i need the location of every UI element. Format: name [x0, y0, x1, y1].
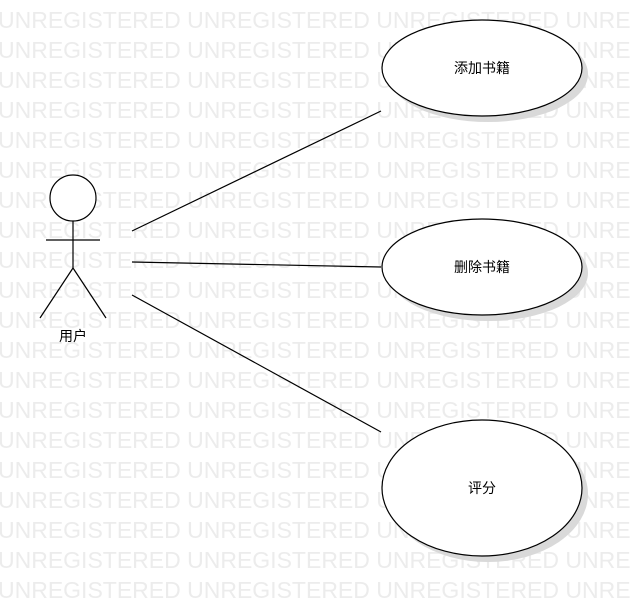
actor-user[interactable]: [39, 174, 107, 319]
association-add-book[interactable]: [131, 110, 382, 232]
use-case-delete-book[interactable]: 删除书籍: [381, 218, 588, 321]
actor-label: 用户: [59, 328, 87, 345]
association-rate[interactable]: [131, 294, 382, 433]
actor-right-leg: [72, 267, 107, 319]
watermark-row: UNREGISTERED UNREGISTERED UNREGISTERED U…: [0, 577, 631, 601]
watermark-row: UNREGISTERED UNREGISTERED UNREGISTERED U…: [0, 367, 631, 393]
associations: [131, 110, 382, 433]
use-case-add-book[interactable]: 添加书籍: [381, 19, 588, 122]
watermark-row: UNREGISTERED UNREGISTERED UNREGISTERED U…: [0, 337, 631, 363]
watermark-row: UNREGISTERED UNREGISTERED UNREGISTERED U…: [0, 397, 631, 423]
watermark-row: UNREGISTERED UNREGISTERED UNREGISTERED U…: [0, 187, 631, 213]
use-case-ellipse: [381, 19, 583, 117]
watermark-row: UNREGISTERED UNREGISTERED UNREGISTERED U…: [0, 127, 631, 153]
use-case-label: 删除书籍: [454, 259, 510, 276]
actor-head: [49, 174, 97, 222]
use-case-ellipse: [381, 218, 583, 316]
use-case-ellipse: [381, 419, 583, 557]
use-case-label: 评分: [468, 481, 496, 497]
association-delete-book[interactable]: [131, 261, 382, 268]
actor-left-leg: [39, 267, 74, 319]
use-case-rate[interactable]: 评分: [381, 419, 588, 562]
watermark-row: UNREGISTERED UNREGISTERED UNREGISTERED U…: [0, 157, 631, 183]
use-case-label: 添加书籍: [454, 60, 510, 77]
